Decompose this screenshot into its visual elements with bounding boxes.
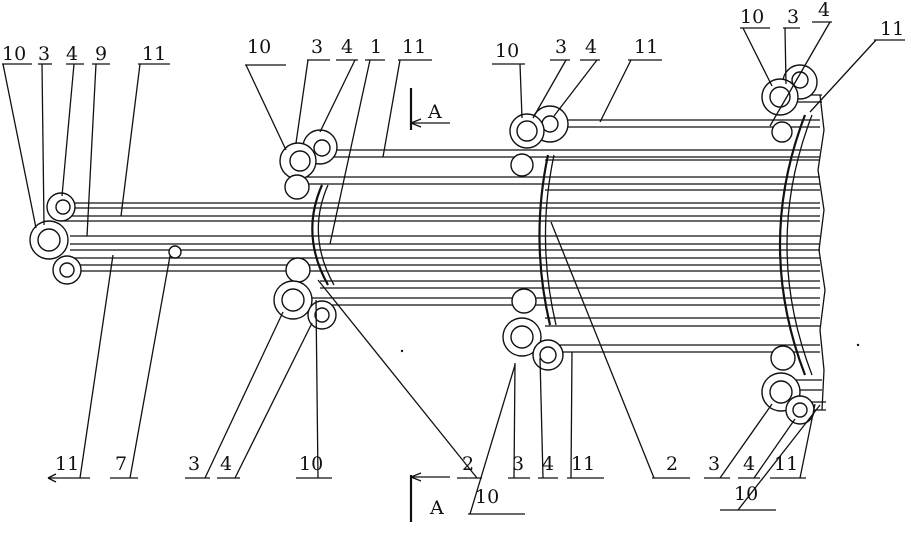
label-11: 11 bbox=[55, 453, 79, 475]
label-11: 11 bbox=[142, 43, 166, 65]
header-stage-4 bbox=[761, 64, 818, 425]
section-label-bottom: A bbox=[429, 497, 444, 519]
label-3: 3 bbox=[311, 36, 323, 58]
tube-bundle bbox=[60, 94, 826, 411]
tube-group-stage-1 bbox=[60, 202, 820, 272]
label-3: 3 bbox=[708, 453, 720, 475]
callouts-top: 10 3 4 9 11 10 3 4 1 11 10 3 4 11 bbox=[2, 0, 905, 245]
label-11: 11 bbox=[880, 18, 904, 40]
label-11: 11 bbox=[634, 36, 658, 58]
label-4: 4 bbox=[818, 0, 830, 21]
header-stage-1 bbox=[29, 192, 182, 285]
label-3: 3 bbox=[787, 6, 799, 28]
label-10: 10 bbox=[475, 486, 499, 508]
stray-dot bbox=[400, 349, 404, 353]
section-mark-bottom: A bbox=[409, 472, 450, 522]
label-11: 11 bbox=[571, 453, 595, 475]
support-plate-2 bbox=[538, 154, 552, 326]
tube-group-stage-3 bbox=[535, 119, 820, 353]
label-3: 3 bbox=[38, 43, 50, 65]
label-4: 4 bbox=[585, 36, 597, 58]
section-mark-top: A bbox=[409, 88, 450, 130]
part-7-hole bbox=[168, 245, 182, 259]
header-stage-2 bbox=[273, 129, 338, 330]
label-11: 11 bbox=[774, 453, 798, 475]
label-11: 11 bbox=[402, 36, 426, 58]
stray-dot bbox=[856, 343, 860, 347]
label-4: 4 bbox=[743, 453, 755, 475]
break-edge bbox=[817, 94, 826, 411]
label-10: 10 bbox=[495, 40, 519, 62]
tube-group-stage-2 bbox=[300, 149, 820, 306]
support-plate-1 bbox=[311, 184, 329, 286]
label-4: 4 bbox=[220, 453, 232, 475]
label-10: 10 bbox=[299, 453, 323, 475]
label-10: 10 bbox=[734, 483, 758, 505]
support-plates bbox=[311, 114, 813, 376]
label-7: 7 bbox=[115, 453, 127, 475]
label-2: 2 bbox=[666, 453, 678, 475]
section-label-top: A bbox=[427, 101, 442, 123]
label-10: 10 bbox=[740, 6, 764, 28]
label-10: 10 bbox=[2, 43, 26, 65]
header-stage-3 bbox=[502, 105, 569, 371]
label-10: 10 bbox=[247, 36, 271, 58]
label-4: 4 bbox=[341, 36, 353, 58]
label-3: 3 bbox=[555, 36, 567, 58]
label-2: 2 bbox=[462, 453, 474, 475]
label-1: 1 bbox=[370, 36, 382, 58]
callouts-bottom: 11 7 3 4 10 2 10 3 4 11 2 bbox=[47, 221, 821, 515]
label-3: 3 bbox=[188, 453, 200, 475]
support-plate-3 bbox=[778, 114, 807, 376]
label-4: 4 bbox=[66, 43, 78, 65]
label-3: 3 bbox=[512, 453, 524, 475]
label-4: 4 bbox=[542, 453, 554, 475]
headers bbox=[29, 64, 818, 425]
label-9: 9 bbox=[95, 43, 107, 65]
